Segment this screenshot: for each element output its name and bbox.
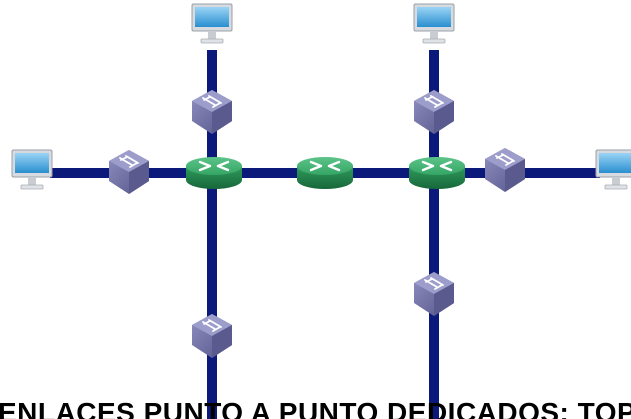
switch-left — [108, 149, 150, 195]
switch-icon — [191, 313, 233, 359]
router-right — [407, 155, 467, 191]
switch-top-left — [191, 89, 233, 135]
router-icon — [407, 155, 467, 191]
switch-icon — [484, 147, 526, 193]
switch-icon — [108, 149, 150, 195]
computer-right — [595, 149, 631, 190]
computer-icon — [413, 3, 455, 44]
computer-icon — [191, 3, 233, 44]
links-layer — [50, 50, 600, 419]
switch-icon — [191, 89, 233, 135]
computer-top-left — [191, 3, 233, 44]
switch-top-right — [413, 89, 455, 135]
switch-bottom-right — [413, 271, 455, 317]
computer-top-right — [413, 3, 455, 44]
router-center — [295, 155, 355, 191]
switch-bottom-left — [191, 313, 233, 359]
switch-icon — [413, 271, 455, 317]
diagram-caption: ENLACES PUNTO A PUNTO DEDICADOS: TOPOLOG… — [0, 398, 631, 419]
switch-right — [484, 147, 526, 193]
computer-icon — [595, 149, 631, 190]
switch-icon — [413, 89, 455, 135]
router-icon — [295, 155, 355, 191]
router-icon — [184, 155, 244, 191]
router-left — [184, 155, 244, 191]
computer-icon — [11, 149, 53, 190]
computer-left — [11, 149, 53, 190]
